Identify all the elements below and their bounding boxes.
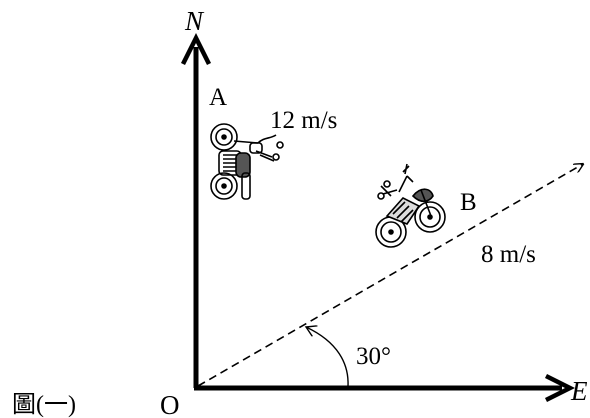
object-b-speed: 8 m/s	[481, 241, 536, 268]
angle-arc	[306, 327, 349, 387]
motorcycle-b-icon	[375, 163, 446, 248]
object-b-label: B	[460, 189, 477, 216]
north-label: N	[184, 6, 205, 36]
origin-label: O	[160, 390, 180, 418]
object-a-label: A	[209, 84, 227, 111]
figure-caption: 圖(一)	[12, 392, 76, 418]
north-axis	[180, 32, 212, 388]
angle-label: 30°	[356, 343, 391, 370]
object-a-speed: 12 m/s	[270, 107, 337, 134]
motorcycle-a-icon	[210, 123, 284, 200]
east-label: E	[570, 376, 588, 406]
direction-line-30deg	[197, 164, 583, 387]
east-axis	[194, 373, 576, 403]
